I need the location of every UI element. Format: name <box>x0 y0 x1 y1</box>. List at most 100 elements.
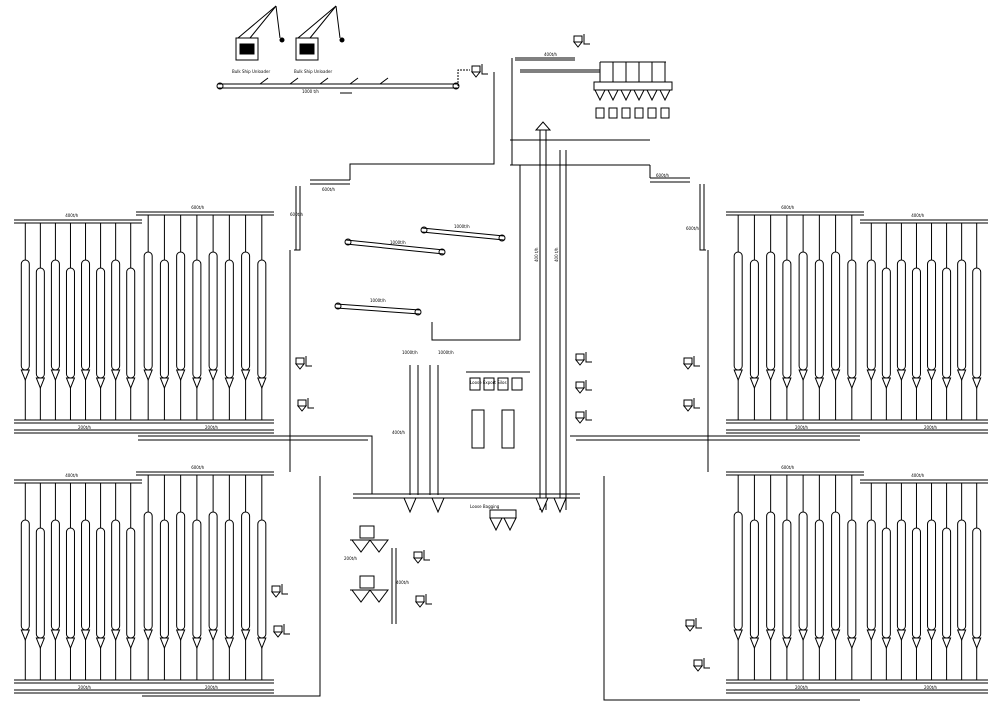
silo <box>143 511 153 631</box>
silo-hopper <box>240 369 251 382</box>
silo-hopper <box>80 629 91 642</box>
filter-cone <box>692 665 704 672</box>
silo <box>111 259 121 371</box>
silo <box>733 251 743 371</box>
conveyor-rate-left-main: 600t/h <box>322 187 336 192</box>
silo <box>192 259 202 379</box>
silo-hopper <box>159 377 170 390</box>
filter-vent <box>703 658 710 669</box>
silo <box>241 251 251 371</box>
silo <box>65 527 75 639</box>
silo <box>35 527 45 639</box>
silo <box>814 519 824 639</box>
filter-icon <box>574 410 592 424</box>
silo <box>65 267 75 379</box>
silo-hopper <box>956 369 967 382</box>
filter-icon <box>574 352 592 366</box>
filter-icon <box>574 380 592 394</box>
mixer-units <box>350 525 397 624</box>
filter-vent <box>583 34 590 45</box>
ship-unloader-2 <box>295 5 345 61</box>
silo-hopper <box>941 377 952 390</box>
central-chutes <box>353 165 580 514</box>
silo-hopper <box>35 637 46 650</box>
silo-hopper <box>208 629 218 642</box>
silo-hopper <box>765 629 776 642</box>
silo <box>749 519 759 639</box>
silo-hopper <box>208 369 218 382</box>
silo-hopper <box>866 629 877 642</box>
conveyor-rate-left-inclined: 600t/h <box>290 212 304 217</box>
silo <box>143 251 153 371</box>
silo-hopper <box>224 637 235 650</box>
silo-rate-bottom: 200t/h <box>78 685 92 690</box>
distribution-lines <box>138 250 860 701</box>
filter-body <box>273 625 283 633</box>
silo <box>831 511 841 631</box>
silo-rate-top: 600t/h <box>191 465 205 470</box>
silo-hopper <box>65 377 76 390</box>
silo <box>927 519 937 631</box>
filter-cone <box>272 631 284 638</box>
unloader-label-2: Bulk Ship Unloader <box>294 69 332 74</box>
filter-body <box>575 381 585 389</box>
silo <box>866 519 876 631</box>
silo <box>20 519 30 631</box>
filter-cone <box>470 71 482 78</box>
silo-rate-bottom: 200t/h <box>205 685 219 690</box>
filter-body <box>683 357 693 365</box>
silo <box>866 259 876 371</box>
filter-body <box>575 411 585 419</box>
filter-icon <box>470 64 488 78</box>
silo-hopper <box>830 369 841 382</box>
filter-cone <box>684 625 696 632</box>
silo-hopper <box>749 637 760 650</box>
silo <box>159 519 169 639</box>
packing-station: Loose Export Silos <box>470 380 507 385</box>
silo <box>749 259 759 379</box>
silo-hopper <box>911 637 922 650</box>
conveyor-rate-mid-c: 1000t/h <box>370 298 386 303</box>
filter-icon <box>412 550 430 564</box>
silo-hopper <box>881 637 892 650</box>
doser-bin <box>595 107 605 119</box>
filter-vent <box>481 64 488 75</box>
silo-hopper <box>80 369 91 382</box>
filter-cone <box>270 591 282 598</box>
silo-hopper <box>159 637 170 650</box>
silo-rate-bottom: 200t/h <box>924 685 938 690</box>
silo-hopper <box>65 637 76 650</box>
silo-groups: 400t/h200t/h600t/h200t/h400t/h200t/h600t… <box>14 205 988 694</box>
silo <box>96 527 106 639</box>
central-elevator <box>510 58 651 510</box>
bagging-units <box>466 371 530 532</box>
silo-rate-top: 600t/h <box>781 465 795 470</box>
silo-hopper <box>765 369 776 382</box>
silo <box>814 259 824 379</box>
silo-hopper <box>192 637 202 650</box>
silo <box>208 251 218 371</box>
silo-hopper <box>814 377 825 390</box>
conveyor-rate-feeder-mid: 400t/h <box>396 580 410 585</box>
top-belt-conveyor <box>216 77 460 94</box>
doser-hopper <box>633 89 645 102</box>
filter-symbols <box>270 34 710 672</box>
filter-body <box>413 551 423 559</box>
silo-hopper <box>911 377 922 390</box>
filter-body <box>693 659 703 667</box>
silo-hopper <box>20 369 31 382</box>
silo-rate-top: 600t/h <box>781 205 795 210</box>
filter-cone <box>682 363 694 370</box>
silo-hopper <box>125 637 136 650</box>
filter-vent <box>307 398 314 409</box>
silo-hopper <box>971 637 982 650</box>
silo <box>972 267 982 379</box>
silo <box>192 519 202 639</box>
silo-group: 600t/h 200t/h <box>136 465 274 694</box>
silo <box>111 519 121 631</box>
filter-icon <box>682 398 700 412</box>
filter-icon <box>272 624 290 638</box>
